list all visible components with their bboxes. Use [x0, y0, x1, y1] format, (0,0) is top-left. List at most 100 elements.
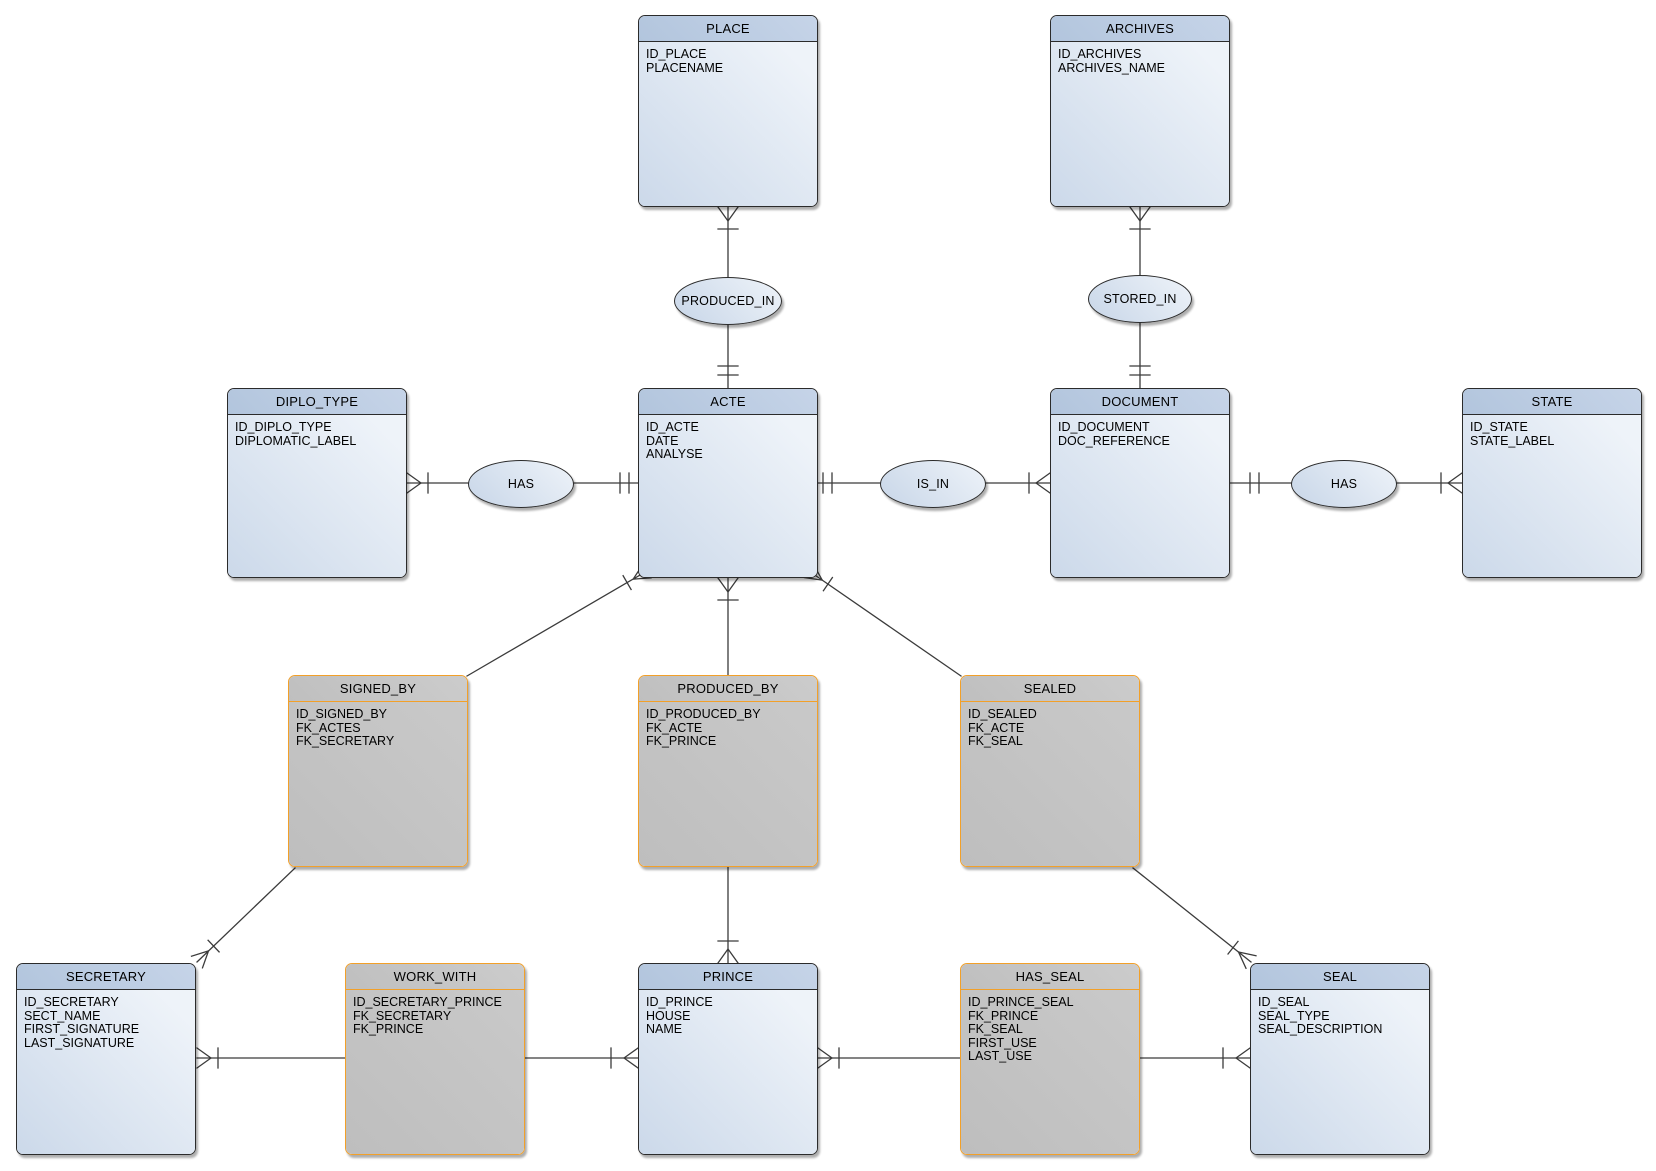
connector-acte-produced-by — [717, 577, 739, 676]
relationship-has-state[interactable]: HAS — [1291, 460, 1397, 508]
attribute: ID_SECRETARY — [24, 995, 119, 1009]
relationship-produced-in-label: PRODUCED_IN — [681, 294, 775, 308]
association-has-seal-title: HAS_SEAL — [961, 964, 1139, 990]
connector-has-state — [1396, 472, 1463, 494]
attribute: LAST_USE — [968, 1049, 1032, 1064]
attribute: FK_PRINCE — [353, 1022, 424, 1037]
attribute: ID_ACTE — [646, 420, 699, 434]
connector-signed-by-secretary — [190, 867, 296, 969]
attribute: FK_ACTES — [296, 720, 361, 735]
attribute: ID_DOCUMENT — [1058, 420, 1150, 434]
connector-stored-in-document — [1129, 322, 1151, 389]
relationship-has-state-label: HAS — [1330, 477, 1358, 491]
relationship-stored-in[interactable]: STORED_IN — [1088, 275, 1192, 323]
connector-produced-in-acte — [717, 324, 739, 389]
attribute: DOC_REFERENCE — [1058, 433, 1170, 448]
connector-is-in-document — [985, 472, 1051, 494]
attribute: PLACENAME — [646, 60, 724, 75]
association-produced-by-title: PRODUCED_BY — [639, 676, 817, 702]
attribute: FIRST_SIGNATURE — [24, 1022, 140, 1037]
attribute: ID_DIPLO_TYPE — [235, 420, 332, 434]
connector-work-with-prince — [524, 1047, 639, 1069]
connector-acte-signed-by — [466, 563, 652, 677]
attribute: ANALYSE — [646, 447, 703, 462]
connector-acte-is-in — [817, 472, 881, 494]
attribute: NAME — [646, 1022, 683, 1037]
entity-secretary-title: SECRETARY — [17, 964, 195, 990]
attribute: ARCHIVES_NAME — [1058, 60, 1165, 75]
relationship-stored-in-label: STORED_IN — [1103, 292, 1177, 306]
relationship-produced-in[interactable]: PRODUCED_IN — [674, 277, 782, 325]
attribute: ID_PRINCE_SEAL — [968, 995, 1074, 1009]
relationship-is-in[interactable]: IS_IN — [880, 460, 986, 508]
entity-archives-title: ARCHIVES — [1051, 16, 1229, 42]
attribute: DATE — [646, 433, 679, 448]
connector-prince-has-seal — [817, 1047, 961, 1069]
attribute: ID_ARCHIVES — [1058, 47, 1142, 61]
entity-diplo-type-title: DIPLO_TYPE — [228, 389, 406, 415]
connector-acte-sealed — [803, 563, 962, 677]
attribute: FK_SEAL — [968, 1022, 1023, 1037]
connector-document-has — [1229, 472, 1292, 494]
attribute: STATE_LABEL — [1470, 433, 1555, 448]
connector-has-seal-seal — [1139, 1047, 1251, 1069]
attribute: HOUSE — [646, 1008, 691, 1023]
entity-place-title: PLACE — [639, 16, 817, 42]
attribute: FK_SECRETARY — [353, 1008, 452, 1023]
connector-produced-by-prince — [717, 866, 739, 964]
entity-seal-title: SEAL — [1251, 964, 1429, 990]
relationship-is-in-label: IS_IN — [916, 477, 950, 491]
attribute: FK_ACTE — [646, 720, 703, 735]
attribute: ID_SECRETARY_PRINCE — [353, 995, 502, 1009]
connector-diplo-type-has — [406, 472, 469, 494]
relationship-has-diplo-label: HAS — [507, 477, 535, 491]
connector-archives-stored-in — [1129, 206, 1151, 276]
attribute: SEAL_DESCRIPTION — [1258, 1022, 1383, 1037]
attribute: ID_SEALED — [968, 707, 1037, 721]
entity-acte-title: ACTE — [639, 389, 817, 415]
connector-place-produced-in — [717, 206, 739, 278]
attribute: FK_PRINCE — [646, 734, 717, 749]
entity-state-title: STATE — [1463, 389, 1641, 415]
attribute: FK_PRINCE — [968, 1008, 1039, 1023]
entity-prince-title: PRINCE — [639, 964, 817, 990]
attribute: ID_PRINCE — [646, 995, 713, 1009]
attribute: ID_SIGNED_BY — [296, 707, 388, 721]
attribute: FIRST_USE — [968, 1035, 1037, 1050]
attribute: ID_PLACE — [646, 47, 707, 61]
attribute: FK_SEAL — [968, 734, 1023, 749]
attribute: ID_STATE — [1470, 420, 1528, 434]
association-work-with-title: WORK_WITH — [346, 964, 524, 990]
entity-document-title: DOCUMENT — [1051, 389, 1229, 415]
attribute: DIPLOMATIC_LABEL — [235, 433, 357, 448]
attribute: SEAL_TYPE — [1258, 1008, 1330, 1023]
relationship-has-diplo[interactable]: HAS — [468, 460, 574, 508]
connector-secretary-work-with — [196, 1047, 346, 1069]
